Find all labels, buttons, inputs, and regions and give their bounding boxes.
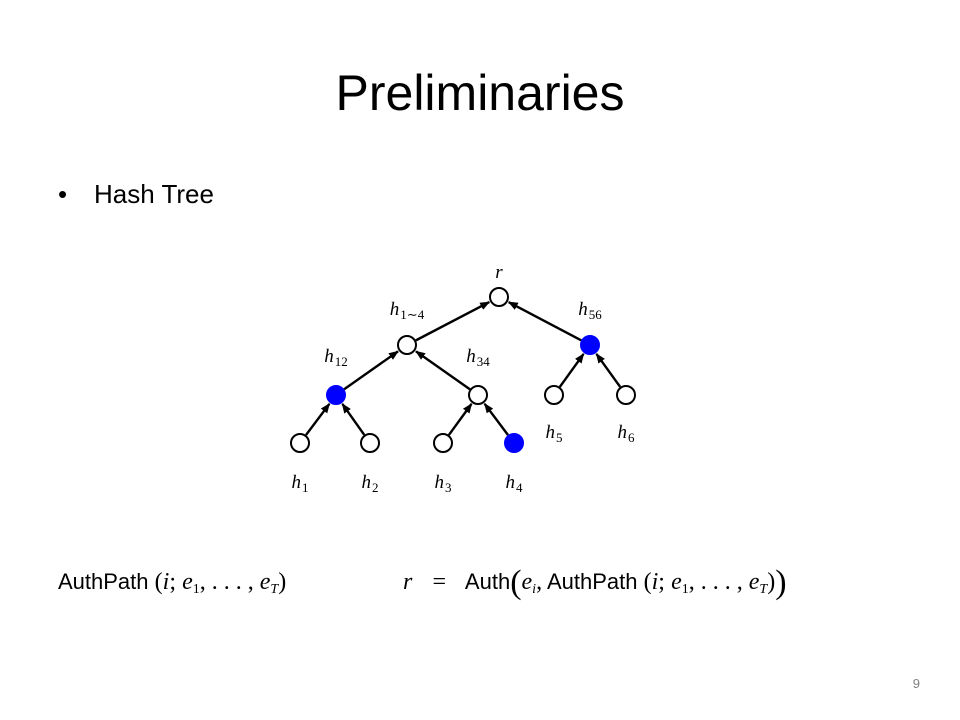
authpath-formula: AuthPath (i; e1, . . . , eT) (58, 562, 286, 610)
subscript-1: 1 (192, 582, 200, 597)
open-paren-2: ( (643, 569, 652, 595)
node-h2 (360, 433, 380, 453)
node-h3 (433, 433, 453, 453)
edge-h4-to-h34 (483, 403, 509, 436)
index-i: i (162, 569, 170, 595)
element-e-2: e (671, 569, 682, 595)
semicolon: ; (169, 569, 176, 595)
edge-h6-to-h56 (595, 353, 622, 388)
big-open-paren: ( (510, 564, 522, 601)
slide-title: Preliminaries (335, 65, 625, 121)
node-h4 (504, 433, 524, 453)
node-h56 (580, 335, 600, 355)
ellipsis-2: , . . . , (688, 569, 749, 595)
close-paren: ) (278, 569, 287, 595)
edge-h1-to-h12 (305, 403, 331, 436)
edge-h2-to-h12 (341, 403, 366, 436)
label-h6: h6 (618, 422, 636, 445)
authpath-word-2: AuthPath (546, 569, 638, 594)
equals-sign: = (432, 569, 447, 595)
label-h1: h1 (292, 472, 309, 495)
page-number: 9 (912, 676, 920, 691)
auth-formula: r = Auth(ei, AuthPath (i; e1, . . . , eT… (403, 562, 787, 610)
label-h4: h4 (506, 472, 524, 495)
bullet-item: • Hash Tree (58, 174, 214, 214)
edge-h5-to-h56 (558, 353, 585, 388)
bullet-text: Hash Tree (94, 179, 214, 209)
node-h1 (290, 433, 310, 453)
subscript-i: i (532, 582, 537, 597)
label-h2: h2 (362, 472, 379, 495)
edge-h12-to-h1~4 (343, 350, 399, 391)
label-h3: h3 (435, 472, 452, 495)
label-h56: h56 (578, 299, 602, 322)
label-h5: h5 (546, 422, 563, 445)
auth-word: Auth (464, 569, 511, 594)
node-h6 (616, 385, 636, 405)
hash-tree-diagram: r h1∼4 h56 h12 h34 h1 h2 h3 h4 h5 h6 (290, 262, 636, 495)
root-r: r (403, 569, 413, 595)
subscript-1-2: 1 (681, 582, 689, 597)
node-h12 (326, 385, 346, 405)
authpath-word: AuthPath (58, 569, 149, 594)
label-h12: h12 (324, 346, 348, 369)
element-e: e (182, 569, 193, 595)
close-paren-2: ) (767, 569, 776, 595)
label-r: r (495, 262, 503, 283)
node-h34 (468, 385, 488, 405)
open-paren: ( (154, 569, 163, 595)
node-r (489, 287, 509, 307)
element-e-last-2: e (748, 569, 760, 595)
comma: , (536, 569, 543, 595)
edge-h34-to-h1~4 (415, 350, 471, 391)
edge-h56-to-r (507, 301, 582, 342)
label-h34: h34 (466, 346, 490, 369)
subscript-T-2: T (759, 582, 768, 597)
label-h1~4: h1∼4 (390, 299, 425, 322)
element-e-last: e (259, 569, 271, 595)
big-close-paren: ) (775, 564, 787, 601)
ellipsis: , . . . , (199, 569, 260, 595)
subscript-T: T (270, 582, 279, 597)
edge-h3-to-h34 (447, 403, 473, 436)
bullet-dot-icon: • (58, 179, 68, 209)
edge-h1~4-to-r (415, 301, 491, 342)
index-i-2: i (651, 569, 659, 595)
node-h1~4 (397, 335, 417, 355)
node-h5 (544, 385, 564, 405)
semicolon-2: ; (658, 569, 665, 595)
element-e-i: e (521, 569, 533, 595)
